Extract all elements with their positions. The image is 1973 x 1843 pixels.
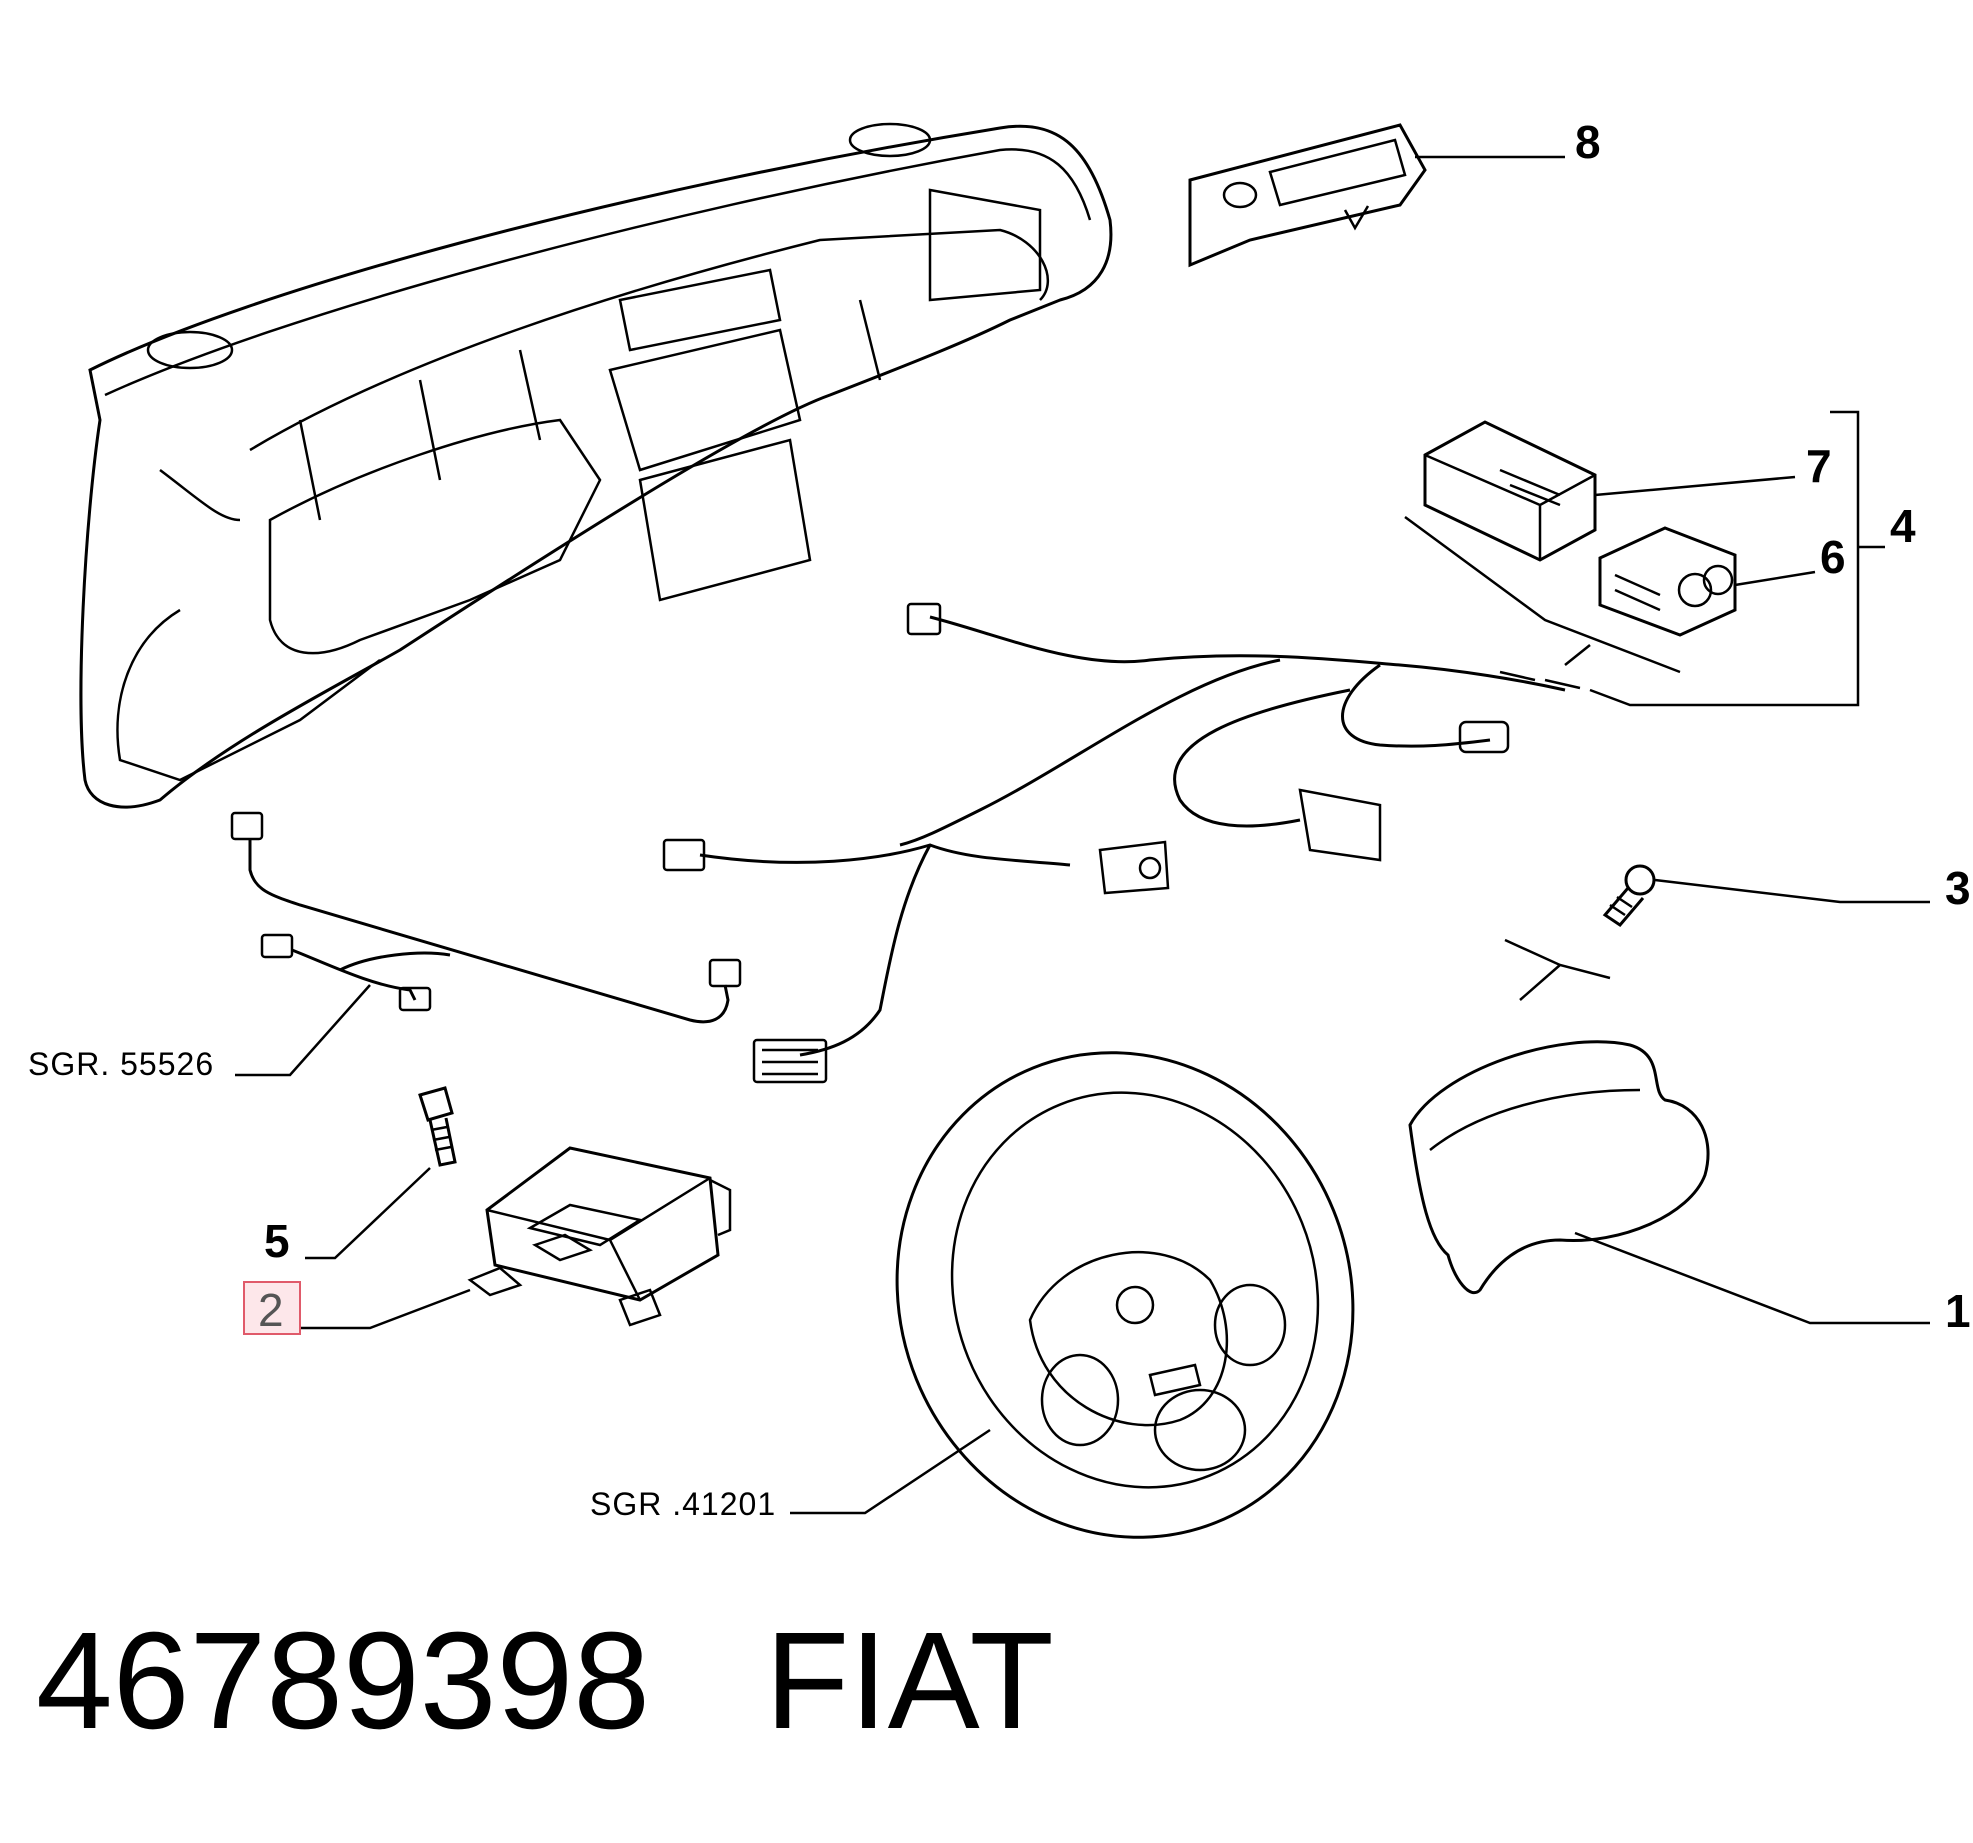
part-2-airbag-control-module [300,1146,732,1330]
part-number-footer: 46789398 FIAT [36,1612,1054,1750]
part-7-connector [1423,420,1796,562]
callout-2-highlight[interactable]: 2 [243,1281,301,1336]
callout-2: 2 [258,1284,284,1336]
callout-7: 7 [1806,440,1832,492]
part-5-bolt [305,1086,457,1260]
callout-8: 8 [1575,116,1601,168]
part-number: 46789398 [36,1604,650,1758]
brand-name: FIAT [765,1604,1054,1758]
callout-3: 3 [1945,862,1971,914]
part-6-connector [1598,526,1816,637]
part-8-passenger-airbag-cover [1188,123,1565,268]
ref-label-steering-wheel: SGR .41201 [590,1486,776,1522]
highlight-box [243,1281,301,1335]
dashboard-drawing [79,122,1113,809]
part-3-bolt [1602,864,1930,927]
part-1-steering-airbag [1408,938,1930,1325]
steering-wheel [790,1051,1355,1539]
wiring-harness [662,602,1581,1084]
callout-1: 1 [1945,1285,1971,1337]
bracket-4 [1404,410,1885,707]
callout-4: 4 [1890,500,1916,552]
callout-5: 5 [264,1215,290,1267]
sub-harness [230,811,742,1077]
callout-6: 6 [1820,531,1846,583]
ref-label-harness: SGR. 55526 [28,1046,214,1082]
